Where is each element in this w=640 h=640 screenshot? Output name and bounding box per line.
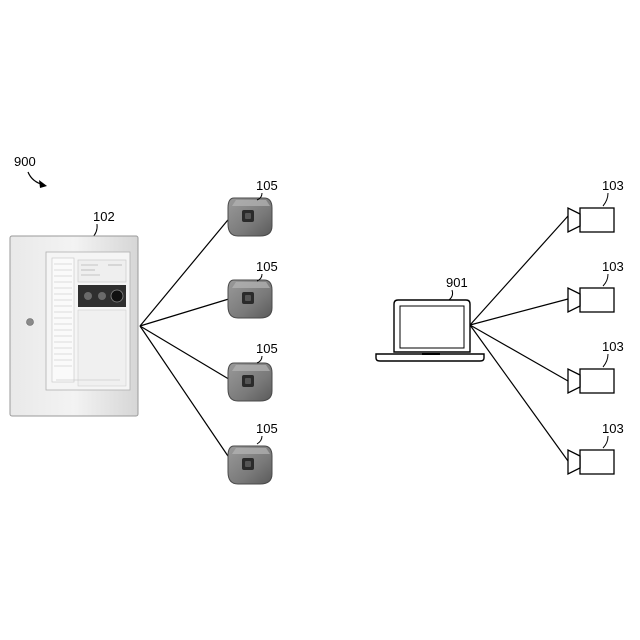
panel-lock-icon [27, 319, 34, 326]
laptop-label: 901 [446, 275, 468, 290]
panel-button-1 [84, 292, 92, 300]
control-panel: 102 [10, 209, 138, 416]
camera-icon [568, 369, 614, 393]
camera-leader-line [603, 436, 608, 448]
camera-icon [568, 288, 614, 312]
sensor-label: 105 [256, 178, 278, 193]
camera-label: 103 [602, 421, 624, 436]
camera-label: 103 [602, 339, 624, 354]
laptop: 901 [376, 275, 484, 361]
sensor-label: 105 [256, 421, 278, 436]
sensor [228, 280, 272, 318]
camera-leader-line [603, 274, 608, 286]
camera-leader-line [603, 193, 608, 206]
sensor [228, 446, 272, 484]
system-label: 900 [14, 154, 36, 169]
camera-leader-line [603, 354, 608, 367]
panel-display [78, 260, 126, 282]
panel-zone-strip [52, 258, 74, 382]
panel-label: 102 [93, 209, 115, 224]
sensor-label: 105 [256, 341, 278, 356]
sensor [228, 198, 272, 236]
panel-lower-section [78, 310, 126, 386]
sensor-leader-line [257, 436, 262, 444]
sensor-label: 105 [256, 259, 278, 274]
sensor-leader-line [257, 356, 262, 363]
laptop-leader-line [449, 290, 453, 300]
sensor [228, 363, 272, 401]
panel-dial-icon [111, 290, 123, 302]
camera-icon [568, 208, 614, 232]
laptop-screen [400, 306, 464, 348]
laptop-base [376, 354, 484, 361]
panel-sensor-links [140, 215, 232, 462]
system-arrowhead-icon [39, 180, 47, 188]
camera-label: 103 [602, 259, 624, 274]
camera-icon [568, 450, 614, 474]
camera-label: 103 [602, 178, 624, 193]
laptop-camera-links [470, 216, 568, 461]
panel-button-2 [98, 292, 106, 300]
